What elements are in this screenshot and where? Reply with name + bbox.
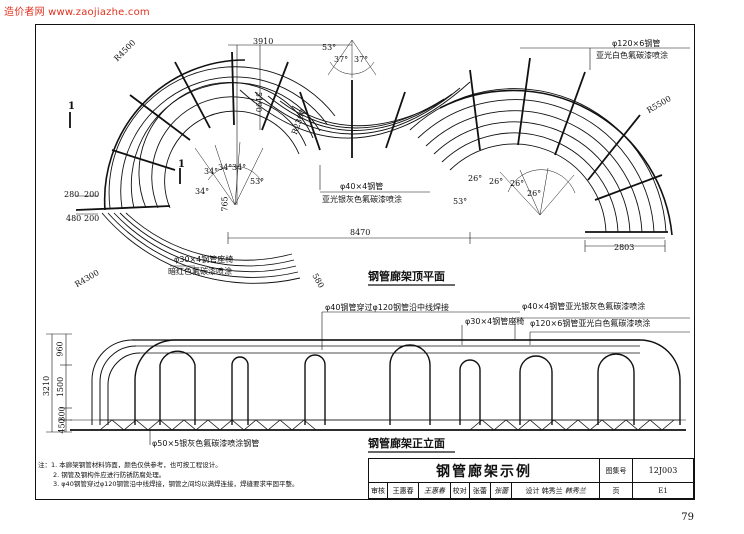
elevation-leaders	[149, 311, 690, 445]
label-pipe-40-finish: 亚光银灰色氟碳漆喷涂	[322, 195, 402, 204]
right-outer-edge	[439, 89, 673, 236]
seat-arcs	[101, 212, 301, 284]
section-mark-1-top: 1	[68, 101, 75, 112]
section-mark-1-mid: 1	[178, 159, 185, 170]
designer: 韩秀兰	[541, 486, 563, 495]
note-1: 注：1. 本廊架钢管材料饰面，颜色仅供参考，也可按工程设计。	[38, 461, 222, 469]
middle-ribs	[299, 80, 406, 158]
angle-lines	[194, 39, 576, 216]
dim-1500: 1500	[56, 376, 66, 398]
atlas-number: 12J003	[632, 458, 694, 483]
angle-26-3: 26°	[510, 179, 525, 188]
dim-450: 450	[57, 418, 67, 434]
angle-34-2: 34°	[204, 167, 219, 176]
atlas-label: 图集号	[599, 458, 633, 483]
dim-8470: 8470	[350, 228, 371, 237]
angle-37-b: 37°	[354, 55, 369, 64]
drawing-frame	[35, 24, 695, 500]
label-pipe-40: φ40×4钢管	[340, 182, 384, 191]
elevation-view	[46, 311, 690, 445]
page-label: 页	[599, 482, 633, 499]
label-pipe-120: φ120×6钢管	[612, 39, 661, 48]
page-number: 79	[681, 512, 694, 523]
dim-960: 960	[55, 341, 65, 357]
label-pipe50: φ50×5银灰色氟碳漆喷涂钢管	[152, 439, 260, 448]
drawing-title: 钢管廊架示例	[368, 458, 600, 483]
label-pipe-120-finish: 亚光白色氟碳漆喷涂	[596, 51, 668, 60]
label-seat: φ30×4钢管座椅	[465, 317, 525, 326]
angle-53-left: 53°	[250, 177, 265, 186]
note-2: 2. 钢管及钢构件应进行防锈防腐处理。	[53, 470, 166, 479]
right-ribs	[469, 57, 668, 233]
checker: 张蕾	[468, 482, 492, 499]
plan-caption: 钢管廊架顶平面	[368, 270, 445, 283]
left-lobe-rings	[108, 66, 336, 209]
designer-signature: 韩秀兰	[564, 486, 586, 495]
dim-5190: 5190	[254, 91, 264, 113]
left-ribs	[75, 51, 289, 211]
angle-26-4: 26°	[527, 189, 542, 198]
notes: 注：1. 本廊架钢管材料饰面，颜色仅供参考，也可按工程设计。 2. 钢管及钢构件…	[38, 461, 299, 490]
dim-3910: 3910	[253, 37, 274, 46]
dim-3210: 3210	[42, 375, 52, 397]
angle-53-right: 53°	[453, 197, 468, 206]
label-pipe120-elev: φ120×6钢管亚光白色氟碳漆喷涂	[530, 319, 651, 328]
elevation-hoops	[159, 344, 635, 425]
dim-765: 765	[220, 196, 230, 212]
elevation-caption: 钢管廊架正立面	[368, 437, 445, 450]
plan-dimensions	[76, 44, 666, 252]
elevation-dimensions	[46, 333, 72, 433]
dim-200b: 200	[84, 214, 100, 223]
angle-53-top: 53°	[322, 43, 337, 52]
label-pipe-30-finish: 暗红色氟碳漆喷涂	[168, 267, 232, 276]
angle-26-2: 26°	[489, 177, 504, 186]
dim-2803: 2803	[614, 243, 635, 252]
label-weld: φ40钢管穿过φ120钢管沿中线焊接	[325, 303, 450, 312]
angle-26-1: 26°	[468, 174, 483, 183]
title-block: 钢管廊架示例 图集号 12J003 审核 王惠春 王惠春 校对 张蕾 张蕾 设计…	[368, 458, 694, 499]
plan-leaders	[170, 47, 690, 267]
checker-signature: 张蕾	[490, 482, 513, 499]
page-code: E1	[632, 482, 694, 499]
note-3: 3. φ40钢管穿过φ120钢管沿中线焊接，钢管之间均以满焊连接，焊缝要求牢固平…	[53, 480, 299, 488]
dim-280: 280	[64, 190, 80, 199]
dim-480: 480	[66, 214, 82, 223]
angle-34-4: 34°	[232, 163, 247, 172]
seat-bracing	[99, 419, 675, 431]
section-marks	[69, 112, 181, 184]
label-pipe40-elev: φ40×4钢管亚光银灰色氟碳漆喷涂	[522, 302, 646, 311]
watermark: 造价者网 www.zaojiazhe.com	[4, 7, 150, 18]
reviewer: 王惠春	[386, 482, 420, 499]
design-cell: 设计 韩秀兰 韩秀兰	[511, 482, 600, 499]
review-label: 审核	[368, 482, 388, 499]
angle-34-3: 34°	[218, 163, 233, 172]
reviewer-signature: 王惠春	[418, 482, 451, 499]
angle-37-a: 37°	[334, 55, 349, 64]
angle-34-1: 34°	[195, 187, 210, 196]
check-label: 校对	[449, 482, 470, 499]
design-label: 设计	[525, 486, 540, 495]
dim-200: 200	[84, 190, 100, 199]
plan-view	[69, 39, 673, 284]
label-pipe-30: φ30×4钢管座椅	[174, 255, 234, 264]
